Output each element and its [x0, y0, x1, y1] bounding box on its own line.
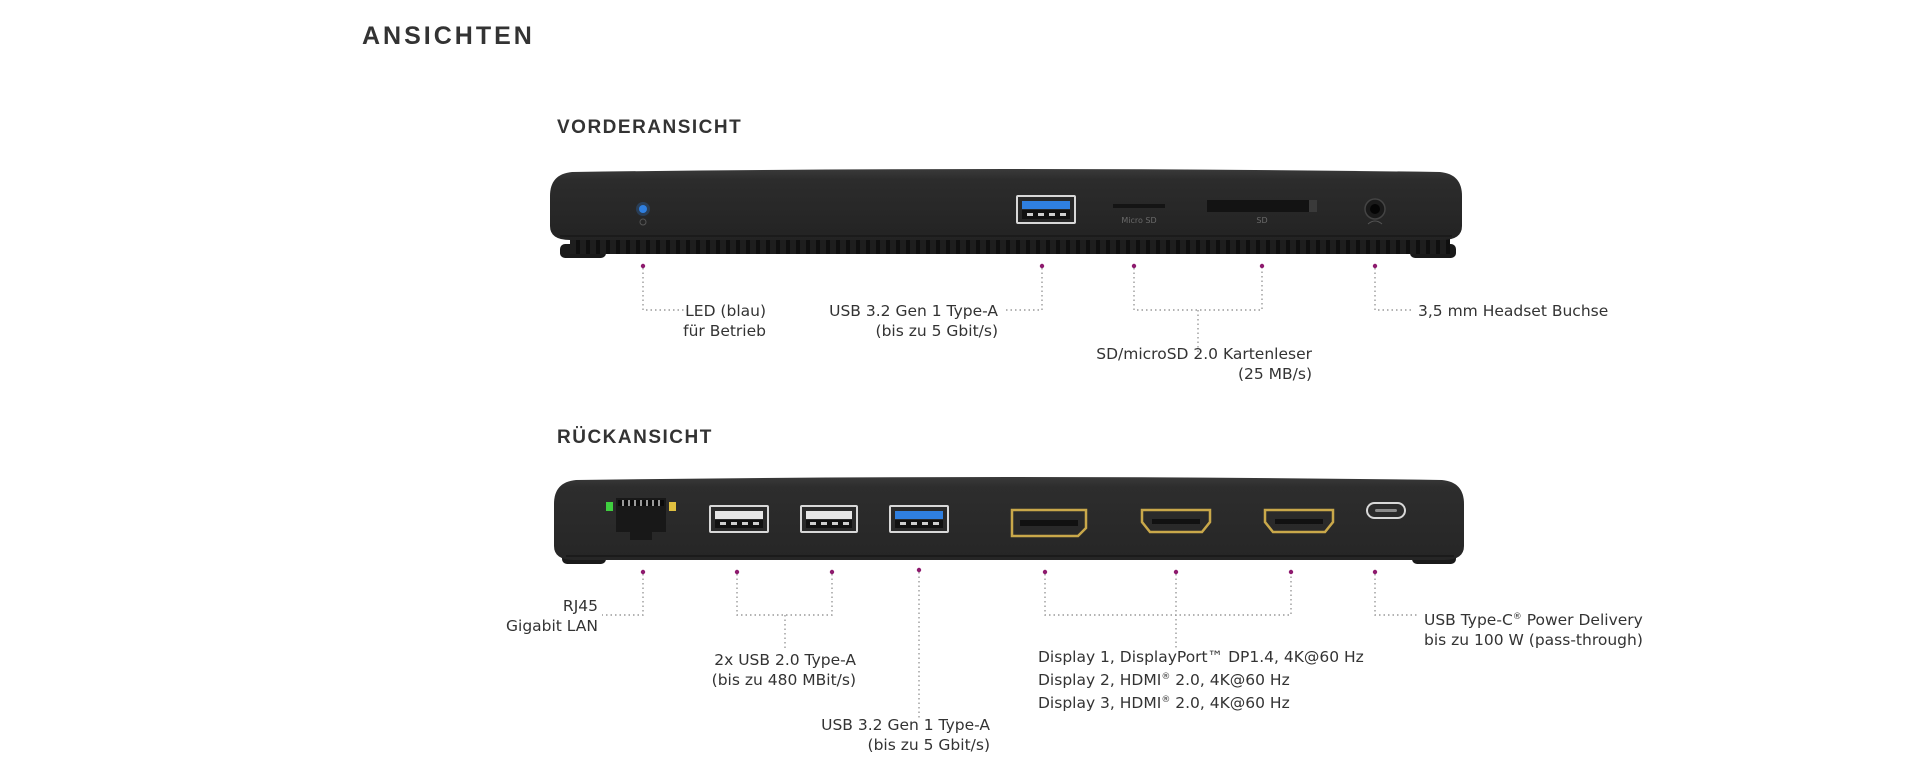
- dot-front-headset: [1372, 263, 1378, 269]
- dot-back-rj45: [640, 569, 646, 575]
- dot-back-usbc: [1372, 569, 1378, 575]
- dot-back-usb2-2: [829, 569, 835, 575]
- front-body: [550, 169, 1462, 240]
- front-leaders: [642, 268, 1414, 352]
- back-device: [554, 477, 1464, 564]
- back-view-title: RÜCKANSICHT: [557, 427, 713, 448]
- callout-back-rj45-line2: Gigabit LAN: [506, 617, 598, 635]
- callout-front-usb3: USB 3.2 Gen 1 Type-A (bis zu 5 Gbit/s): [818, 301, 998, 341]
- front-view-title: VORDERANSICHT: [557, 117, 743, 138]
- back-usbc-port-icon: [1366, 502, 1406, 519]
- back-body: [554, 477, 1464, 560]
- dot-back-usb3: [916, 567, 922, 573]
- callout-back-usbc: USB Type-C® Power Delivery bis zu 100 W …: [1424, 607, 1643, 650]
- callout-front-led: LED (blau) für Betrieb: [680, 301, 766, 341]
- page-title: ANSICHTEN: [362, 22, 535, 50]
- front-leader-dots: [640, 263, 1378, 269]
- callout-back-usb2-line2: (bis zu 480 MBit/s): [711, 671, 856, 689]
- callout-front-card-reader: SD/microSD 2.0 Kartenleser (25 MB/s): [1088, 344, 1312, 384]
- back-leaders: [602, 572, 1418, 720]
- callout-back-usbc-line1: USB Type-C® Power Delivery: [1424, 611, 1643, 630]
- callout-back-usbc-line2: bis zu 100 W (pass-through): [1424, 631, 1643, 650]
- back-hdmi-2-icon: [1263, 508, 1335, 534]
- callout-back-rj45: RJ45 Gigabit LAN: [490, 596, 598, 636]
- front-underside: [570, 238, 1450, 254]
- front-device: Micro SD SD: [550, 169, 1462, 258]
- callout-front-led-line2: für Betrieb: [683, 322, 766, 340]
- dot-front-usb3: [1039, 263, 1045, 269]
- front-microsd-slot-icon: Micro SD: [1113, 204, 1165, 225]
- back-usb2-port-2-icon: [800, 505, 858, 533]
- back-leader-dots: [640, 567, 1378, 575]
- dot-front-sd: [1259, 263, 1265, 269]
- callout-back-rj45-line1: RJ45: [562, 597, 598, 615]
- back-usb3-port-icon: [889, 505, 949, 533]
- callout-back-usb3: USB 3.2 Gen 1 Type-A (bis zu 5 Gbit/s): [810, 715, 990, 755]
- back-usb2-port-1-icon: [709, 505, 769, 533]
- dot-back-hdmi-1: [1173, 569, 1179, 575]
- callout-front-led-line1: LED (blau): [685, 302, 766, 320]
- dot-back-usb2-1: [734, 569, 740, 575]
- callout-back-usb3-line2: (bis zu 5 Gbit/s): [867, 736, 990, 754]
- front-sd-slot-icon: SD: [1207, 200, 1317, 225]
- dot-back-displayport: [1042, 569, 1048, 575]
- front-power-symbol-icon: [639, 218, 647, 226]
- callout-back-usb3-line1: USB 3.2 Gen 1 Type-A: [821, 716, 990, 734]
- callout-front-usb3-line2: (bis zu 5 Gbit/s): [875, 322, 998, 340]
- dot-back-hdmi-2: [1288, 569, 1294, 575]
- callout-back-display-line2: Display 2, HDMI® 2.0, 4K@60 Hz: [1038, 671, 1290, 690]
- callout-back-usb2: 2x USB 2.0 Type-A (bis zu 480 MBit/s): [700, 650, 856, 690]
- front-microsd-marking: Micro SD: [1121, 216, 1156, 225]
- callout-back-display-line3: Display 3, HDMI® 2.0, 4K@60 Hz: [1038, 694, 1290, 713]
- back-hdmi-1-icon: [1140, 508, 1212, 534]
- callout-back-display-line1: Display 1, DisplayPort™ DP1.4, 4K@60 Hz: [1038, 648, 1364, 666]
- front-headset-jack-icon: [1364, 198, 1386, 225]
- callout-back-usb2-line1: 2x USB 2.0 Type-A: [714, 651, 856, 669]
- callout-front-headset: 3,5 mm Headset Buchse: [1418, 301, 1608, 321]
- back-rj45-port-icon: [606, 498, 676, 540]
- callout-front-card-reader-line1: SD/microSD 2.0 Kartenleser: [1096, 345, 1312, 363]
- front-sd-marking: SD: [1256, 216, 1267, 225]
- front-usb3-port-icon: [1016, 195, 1076, 224]
- callout-front-card-reader-line2: (25 MB/s): [1237, 365, 1312, 383]
- callout-front-headset-line1: 3,5 mm Headset Buchse: [1418, 302, 1609, 320]
- callout-front-usb3-line1: USB 3.2 Gen 1 Type-A: [829, 302, 998, 320]
- back-displayport-icon: [1010, 508, 1088, 538]
- front-led-icon: [639, 205, 647, 213]
- callout-back-display: Display 1, DisplayPort™ DP1.4, 4K@60 Hz …: [1038, 647, 1364, 713]
- dot-front-microsd: [1131, 263, 1137, 269]
- dot-front-led: [640, 263, 646, 269]
